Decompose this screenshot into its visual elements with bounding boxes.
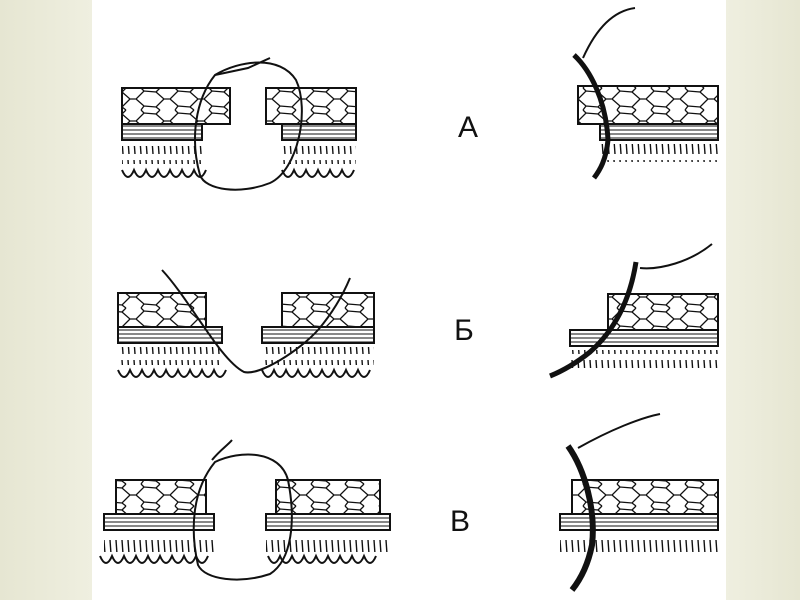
row-b-closed-wound-edge [549,261,639,379]
row-b-right-muscle-layer [261,326,375,344]
row-a-left-muscle-layer [121,123,203,141]
row-a-suture-loop [194,61,303,191]
row-v-left-wavy-base [99,553,209,564]
row-b-left-fiber-layer [118,347,222,365]
row-v-closed-thread [577,413,661,449]
row-b-suture-thread [161,269,351,374]
row-b-right-cell-layer [281,292,375,328]
row-v-right-muscle-layer [265,513,391,531]
row-v-left-cell-layer [115,479,207,515]
row-a-suture-knot [214,57,271,76]
row-v-left-muscle-layer [103,513,215,531]
row-v-suture-knot [211,439,233,461]
row-b-closed-fiber-layer [570,350,718,368]
row-v-right-cell-layer [275,479,381,515]
row-b-right-fiber-layer [262,347,374,365]
row-label-a: А [457,111,478,144]
row-b-right-sutured [549,243,719,379]
row-a-right-wavy-base [281,167,355,178]
row-a-right-fiber-layer [282,146,356,164]
row-label-b: Б [454,314,474,347]
row-a-left-cell-layer [121,87,231,125]
row-label-v: В [449,505,470,538]
row-a-closed-wound-edge [572,53,611,180]
row-b-closed-muscle-layer [569,329,719,347]
row-v-suture-loop [192,453,293,581]
row-a-right-cell-layer [265,87,357,125]
left-background-band [0,0,92,600]
row-v-left-fiber-layer [104,534,214,552]
row-v-right-sutured [559,413,719,592]
row-v-closed-muscle-layer [559,513,719,531]
row-a-right-muscle-layer [281,123,357,141]
row-b-closed-thread [639,243,713,270]
row-a-closed-muscle-layer [599,123,719,141]
row-b-left-wavy-base [117,367,227,378]
row-a-left-wound [121,57,357,191]
row-v-right-wavy-base [267,553,377,564]
row-a-left-fiber-layer [122,146,202,164]
row-v-left-wound [99,439,391,581]
row-b-left-muscle-layer [117,326,223,344]
row-v-closed-wound-edge [565,444,596,592]
right-background-band [726,0,800,600]
row-a-closed-fiber-layer [600,144,718,162]
row-v-closed-fiber-layer [560,534,718,552]
row-a-closed-thread [582,7,636,59]
row-v-right-fiber-layer [266,534,390,552]
row-a-right-sutured [572,7,719,180]
row-b-left-wound [117,269,375,378]
row-b-right-wavy-base [261,367,371,378]
row-a-left-wavy-base [121,167,207,178]
